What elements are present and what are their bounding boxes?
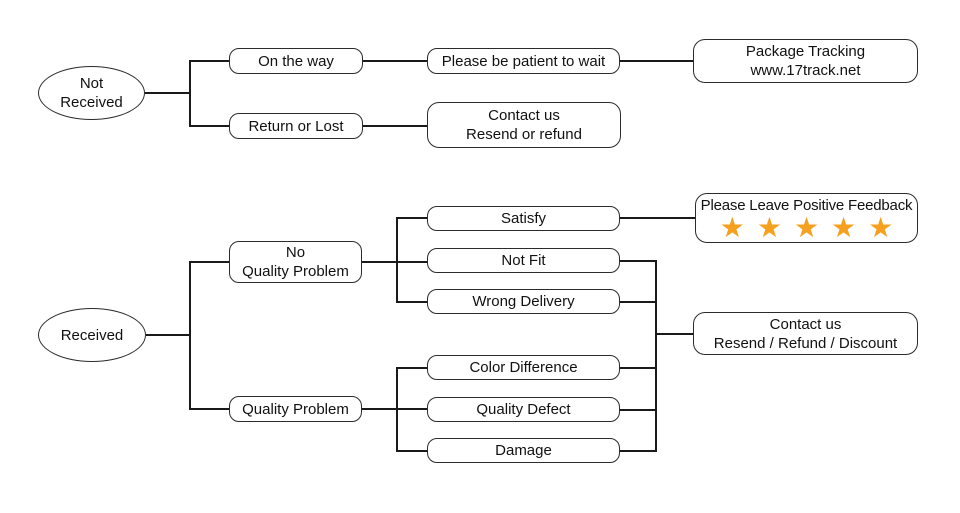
- connector-line: [189, 261, 191, 410]
- node-positive-feedback-label: Please Leave Positive Feedback: [700, 197, 913, 214]
- star-icon: ★: [831, 211, 857, 244]
- node-color-difference: Color Difference: [427, 355, 620, 380]
- connector-line: [620, 260, 656, 262]
- connector-line: [396, 217, 398, 302]
- connector-line: [363, 125, 427, 127]
- connector-line: [189, 60, 191, 126]
- five-star-rating: ★ ★ ★ ★ ★: [714, 211, 900, 244]
- connector-line: [396, 367, 398, 451]
- node-satisfy: Satisfy: [427, 206, 620, 231]
- node-contact-resend-refund-discount: Contact us Resend / Refund / Discount: [693, 312, 918, 355]
- node-not-received-line1: Not: [79, 75, 104, 92]
- connector-line: [620, 409, 656, 411]
- node-package-tracking: Package Tracking www.17track.net: [693, 39, 918, 83]
- connector-line: [145, 92, 190, 94]
- star-icon: ★: [756, 211, 782, 244]
- star-icon: ★: [793, 211, 820, 244]
- connector-line: [655, 333, 693, 335]
- node-wrong-delivery-label: Wrong Delivery: [472, 293, 575, 310]
- connector-line: [362, 261, 427, 263]
- node-package-tracking-line1: Package Tracking: [745, 43, 866, 60]
- connector-line: [189, 408, 229, 410]
- node-not-fit: Not Fit: [427, 248, 620, 273]
- node-contact-discount-line2: Resend / Refund / Discount: [713, 334, 898, 352]
- connector-line: [189, 261, 229, 263]
- connector-line: [620, 217, 695, 219]
- connector-line: [620, 367, 656, 369]
- node-no-quality-problem-line2: Quality Problem: [242, 263, 349, 280]
- node-return-or-lost: Return or Lost: [229, 113, 363, 139]
- node-received-label: Received: [60, 326, 124, 344]
- connector-line: [146, 334, 190, 336]
- node-quality-defect: Quality Defect: [427, 397, 620, 422]
- node-quality-problem: Quality Problem: [229, 396, 362, 422]
- node-please-be-patient: Please be patient to wait: [427, 48, 620, 74]
- node-no-quality-problem: No Quality Problem: [229, 241, 362, 283]
- node-damage-label: Damage: [495, 442, 552, 459]
- star-icon: ★: [719, 211, 745, 244]
- node-contact-discount-line1: Contact us: [769, 315, 842, 333]
- connector-line: [396, 450, 427, 452]
- node-on-the-way-label: On the way: [258, 52, 334, 70]
- connector-line: [396, 367, 427, 369]
- star-icon: ★: [868, 211, 894, 244]
- node-positive-feedback: Please Leave Positive Feedback ★ ★ ★ ★ ★: [695, 193, 918, 243]
- connector-line: [620, 450, 656, 452]
- node-color-difference-label: Color Difference: [469, 359, 578, 376]
- connector-line: [189, 125, 229, 127]
- connector-line: [362, 408, 427, 410]
- node-received: Received: [38, 308, 146, 362]
- connector-line: [363, 60, 427, 62]
- node-contact-resend-refund-line2: Resend or refund: [466, 126, 582, 143]
- node-contact-resend-refund-line1: Contact us: [488, 107, 560, 124]
- node-on-the-way: On the way: [229, 48, 363, 74]
- node-quality-defect-label: Quality Defect: [476, 401, 571, 418]
- connector-line: [396, 301, 427, 303]
- node-damage: Damage: [427, 438, 620, 463]
- node-not-received-line2: Received: [60, 94, 123, 111]
- node-wrong-delivery: Wrong Delivery: [427, 289, 620, 314]
- node-contact-resend-refund: Contact us Resend or refund: [427, 102, 621, 148]
- node-not-fit-label: Not Fit: [501, 252, 546, 269]
- node-satisfy-label: Satisfy: [500, 210, 546, 227]
- connector-line: [620, 60, 693, 62]
- connector-line: [189, 60, 229, 62]
- node-not-received: Not Received: [38, 66, 145, 120]
- node-quality-problem-label: Quality Problem: [242, 400, 349, 418]
- connector-line: [655, 260, 657, 452]
- node-please-be-patient-label: Please be patient to wait: [441, 52, 606, 70]
- connector-line: [620, 301, 656, 303]
- node-no-quality-problem-line1: No: [285, 244, 306, 261]
- connector-line: [396, 217, 427, 219]
- node-package-tracking-line2: www.17track.net: [750, 62, 861, 79]
- node-return-or-lost-label: Return or Lost: [248, 117, 344, 135]
